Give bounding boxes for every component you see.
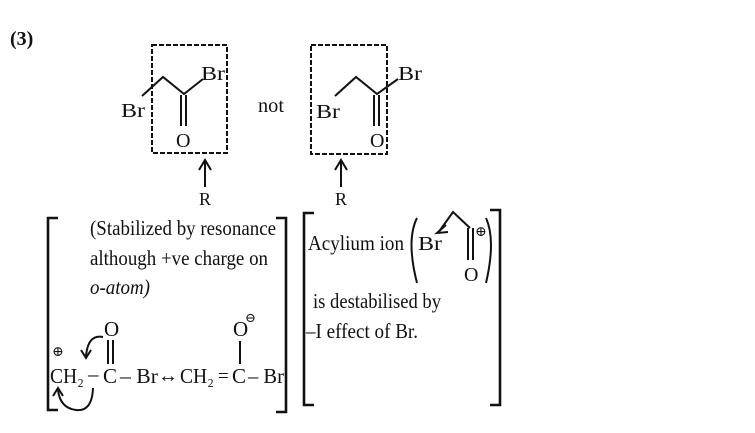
- note-line: (Stabilized by resonance: [90, 216, 276, 240]
- single-bond: –: [87, 362, 99, 386]
- note-line: is destabilised by: [313, 289, 441, 313]
- right-note: Acylium ion Br ⊕ O is destabilised by –I…: [302, 208, 502, 407]
- left-note: (Stabilized by resonance although +ve ch…: [46, 216, 288, 414]
- bracket-right: [490, 208, 502, 407]
- paren-left: [410, 217, 418, 284]
- plus-charge-icon: ⊕: [52, 345, 64, 360]
- bracket-left: [302, 211, 314, 407]
- question-number: (3): [10, 28, 33, 50]
- arrow-head: [198, 158, 212, 171]
- arrow-head: [80, 349, 92, 360]
- structure-right: Br Br O R: [310, 44, 422, 209]
- r-label: R: [335, 189, 347, 209]
- arrow-head: [334, 158, 348, 171]
- connector-text: not: [258, 95, 284, 117]
- r-label: R: [199, 189, 211, 209]
- resonance-arrow-icon: ↔: [158, 365, 178, 387]
- highlight-box-right: [310, 44, 388, 155]
- note-line: –I effect of Br.: [305, 319, 418, 343]
- plus-charge-icon: ⊕: [475, 225, 487, 240]
- bromine-label: Br: [121, 100, 145, 122]
- bromine-group: – Br: [247, 364, 284, 388]
- curved-arrow-icon: [85, 335, 104, 357]
- oxygen-label: O: [104, 317, 119, 341]
- carbon-chain-bond: [141, 75, 204, 97]
- ch2-group: CH₂: [50, 364, 84, 388]
- double-bond-sign: =: [218, 366, 229, 387]
- bromine-label: Br: [201, 63, 225, 85]
- arrow-head: [52, 386, 64, 397]
- arrow-head: [434, 224, 449, 235]
- carbon-label: C: [232, 364, 246, 388]
- oxygen-label: O: [176, 130, 190, 152]
- oxygen-label: O: [370, 130, 384, 152]
- carbon-chain-bond: [437, 210, 471, 234]
- acylium-label: Acylium ion: [308, 231, 404, 255]
- bracket-right: [276, 216, 288, 414]
- note-line: although +ve charge on: [90, 246, 268, 270]
- bromine-label: Br: [398, 63, 422, 85]
- minus-charge-icon: ⊖: [245, 310, 256, 325]
- note-line: o-atom): [90, 275, 150, 299]
- bromine-label: Br: [316, 101, 340, 123]
- highlight-box-left: [151, 44, 228, 154]
- structure-left: Br Br O R: [121, 44, 228, 209]
- ch2-group: CH₂: [180, 364, 214, 388]
- paren-right: [485, 217, 492, 284]
- bromine-label: Br: [418, 233, 442, 255]
- oxygen-label: O: [233, 317, 248, 341]
- curved-arrow-icon: [57, 387, 94, 412]
- carbon-chain-bond: [334, 75, 399, 97]
- bromine-group: – Br: [119, 364, 158, 388]
- oxygen-label: O: [464, 264, 478, 286]
- bracket-left: [46, 216, 58, 412]
- carbon-label: C: [103, 364, 117, 388]
